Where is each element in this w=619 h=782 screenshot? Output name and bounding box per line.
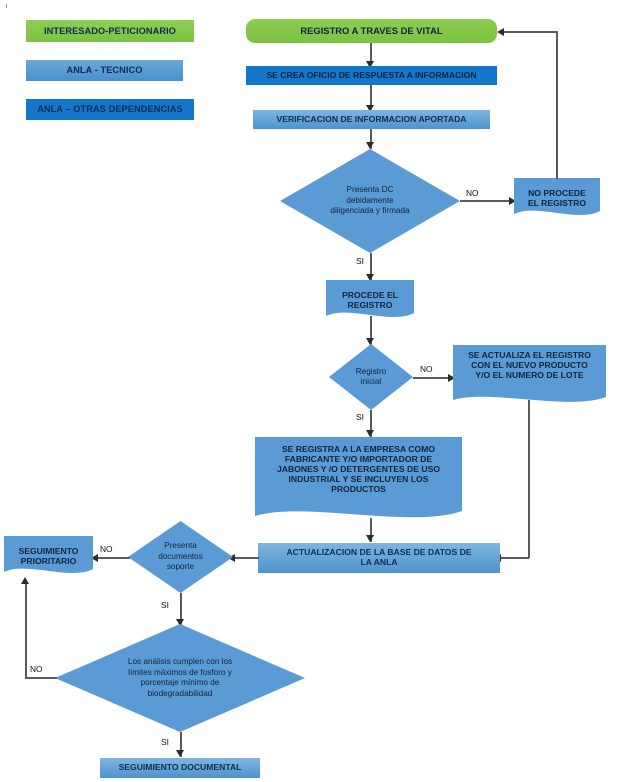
edge-procede-to-inicial-arrow xyxy=(366,338,374,345)
node-verificacion[interactable]: VERIFICACION DE INFORMACION APORTADA xyxy=(253,110,490,129)
decision-presenta-documentos[interactable]: Presenta documentos soporte xyxy=(128,521,233,593)
decision-presenta-documentos-label: Presenta documentos soporte xyxy=(158,541,203,572)
edge-verificacion-to-dc-arrow xyxy=(366,142,374,149)
edge-label-inicial-si: SI xyxy=(356,412,364,422)
node-se-actualiza-label: SE ACTUALIZA EL REGISTRO CON EL NUEVO PR… xyxy=(468,350,591,380)
edge-vital-to-oficio xyxy=(370,43,372,63)
edge-label-docs-si: SI xyxy=(161,600,169,610)
node-se-actualiza[interactable]: SE ACTUALIZA EL REGISTRO CON EL NUEVO PR… xyxy=(453,345,606,407)
edge-inicial-no-arrow xyxy=(448,374,455,382)
edge-procede-to-inicial xyxy=(370,316,372,345)
edge-registra-to-actualizacion xyxy=(370,518,372,542)
node-procede-shape xyxy=(326,280,414,317)
edge-label-analisis-no: NO xyxy=(30,664,43,674)
edge-label-dc-no: NO xyxy=(466,188,479,198)
decision-presenta-documentos-shape xyxy=(128,521,233,593)
node-no-procede-shape xyxy=(514,178,600,215)
edge-no-procede-return-horizontal xyxy=(503,31,558,33)
edge-oficio-to-verificacion xyxy=(370,85,372,108)
edge-analisis-si xyxy=(180,732,182,757)
decision-presenta-dc-shape xyxy=(280,149,460,253)
node-se-registra-empresa-label: SE REGISTRA A LA EMPRESA COMO FABRICANTE… xyxy=(277,444,440,494)
node-seguimiento-prioritario-shape xyxy=(4,536,93,573)
node-no-procede-label: NO PROCEDE EL REGISTRO xyxy=(527,188,587,208)
node-seguimiento-documental-label: SEGUIMIENTO DOCUMENTAL xyxy=(118,762,242,773)
decision-presenta-dc-label: Presenta DC debidamente diligenciada y f… xyxy=(330,185,410,216)
edge-dc-no-arrow xyxy=(509,197,516,205)
decision-registro-inicial[interactable]: Registro inicial xyxy=(329,344,413,410)
edge-dc-si-arrow xyxy=(366,274,374,281)
legend-label-anla-dependencias: ANLA – OTRAS DEPENDENCIAS xyxy=(37,104,183,115)
edge-label-dc-si: SI xyxy=(356,256,364,266)
edge-docs-no xyxy=(97,557,130,559)
edge-analisis-no-horizontal xyxy=(25,677,57,679)
node-se-registra-empresa-shape xyxy=(255,437,462,518)
decision-analisis-cumplen-label: Los análisis cumplen con los límites máx… xyxy=(127,657,233,698)
edge-docs-si-arrow xyxy=(176,619,184,626)
edge-inicial-si-arrow xyxy=(366,430,374,437)
node-seguimiento-prioritario-label: SEGUIMIENTO PRIORITARIO xyxy=(18,546,79,566)
node-actualizacion-bd[interactable]: ACTUALIZACION DE LA BASE DE DATOS DE LA … xyxy=(258,543,500,573)
edge-no-procede-return-arrow xyxy=(497,28,504,36)
node-seguimiento-documental[interactable]: SEGUIMIENTO DOCUMENTAL xyxy=(100,758,260,778)
edge-analisis-si-arrow xyxy=(176,750,184,757)
decision-analisis-cumplen[interactable]: Los análisis cumplen con los límites máx… xyxy=(55,624,305,732)
decision-presenta-dc[interactable]: Presenta DC debidamente diligenciada y f… xyxy=(280,149,460,253)
node-seguimiento-prioritario[interactable]: SEGUIMIENTO PRIORITARIO xyxy=(4,536,93,578)
node-registro-vital-label: REGISTRO A TRAVES DE VITAL xyxy=(300,24,443,36)
node-procede[interactable]: PROCEDE EL REGISTRO xyxy=(326,280,414,322)
edge-inicial-si xyxy=(370,410,372,437)
node-verificacion-label: VERIFICACION DE INFORMACION APORTADA xyxy=(276,113,467,124)
decision-registro-inicial-shape xyxy=(329,344,413,410)
edge-label-inicial-no: NO xyxy=(420,364,433,374)
edge-no-procede-return-vertical xyxy=(556,31,558,179)
edge-vital-to-oficio-arrow xyxy=(366,61,374,68)
edge-actualiza-return-horizontal xyxy=(500,557,529,559)
node-oficio-respuesta-label: SE CREA OFICIO DE RESPUESTA A INFORMACIO… xyxy=(266,69,477,80)
node-procede-label: PROCEDE EL REGISTRO xyxy=(342,290,398,310)
edge-docs-si xyxy=(180,593,182,626)
legend-item-anla-dependencias: ANLA – OTRAS DEPENDENCIAS xyxy=(26,99,194,120)
node-no-procede[interactable]: NO PROCEDE EL REGISTRO xyxy=(514,178,600,220)
edge-label-analisis-si: SI xyxy=(161,737,169,747)
edge-actualiza-return-vertical xyxy=(528,400,530,558)
edge-dc-si xyxy=(370,253,372,283)
edge-verificacion-to-dc xyxy=(370,129,372,149)
legend-label-interesado: INTERESADO-PETICIONARIO xyxy=(44,25,176,36)
node-registro-vital[interactable]: REGISTRO A TRAVES DE VITAL xyxy=(246,19,497,43)
decision-registro-inicial-label: Registro inicial xyxy=(355,366,387,387)
decision-analisis-cumplen-shape xyxy=(55,624,305,732)
edge-oficio-to-verificacion-arrow xyxy=(366,105,374,112)
edge-analisis-no-arrow xyxy=(21,577,29,584)
node-se-registra-empresa[interactable]: SE REGISTRA A LA EMPRESA COMO FABRICANTE… xyxy=(255,437,462,525)
node-oficio-respuesta[interactable]: SE CREA OFICIO DE RESPUESTA A INFORMACIO… xyxy=(246,66,497,85)
legend-item-interesado: INTERESADO-PETICIONARIO xyxy=(26,20,194,42)
edge-docs-no-arrow xyxy=(91,554,98,562)
legend-item-anla-tecnico: ANLA - TECNICO xyxy=(26,60,183,81)
edge-actualizacion-to-docs xyxy=(234,557,259,559)
node-se-actualiza-shape xyxy=(453,345,606,402)
edge-inicial-no xyxy=(413,377,450,379)
edge-label-docs-no: NO xyxy=(100,544,113,554)
edge-registra-to-actualizacion-arrow xyxy=(366,535,374,542)
legend-label-anla-tecnico: ANLA - TECNICO xyxy=(66,65,143,76)
edge-analisis-no-vertical xyxy=(25,583,27,678)
edge-dc-no xyxy=(460,200,512,202)
node-actualizacion-bd-label: ACTUALIZACION DE LA BASE DE DATOS DE LA … xyxy=(286,547,472,567)
corner-mark: l xyxy=(6,4,8,10)
